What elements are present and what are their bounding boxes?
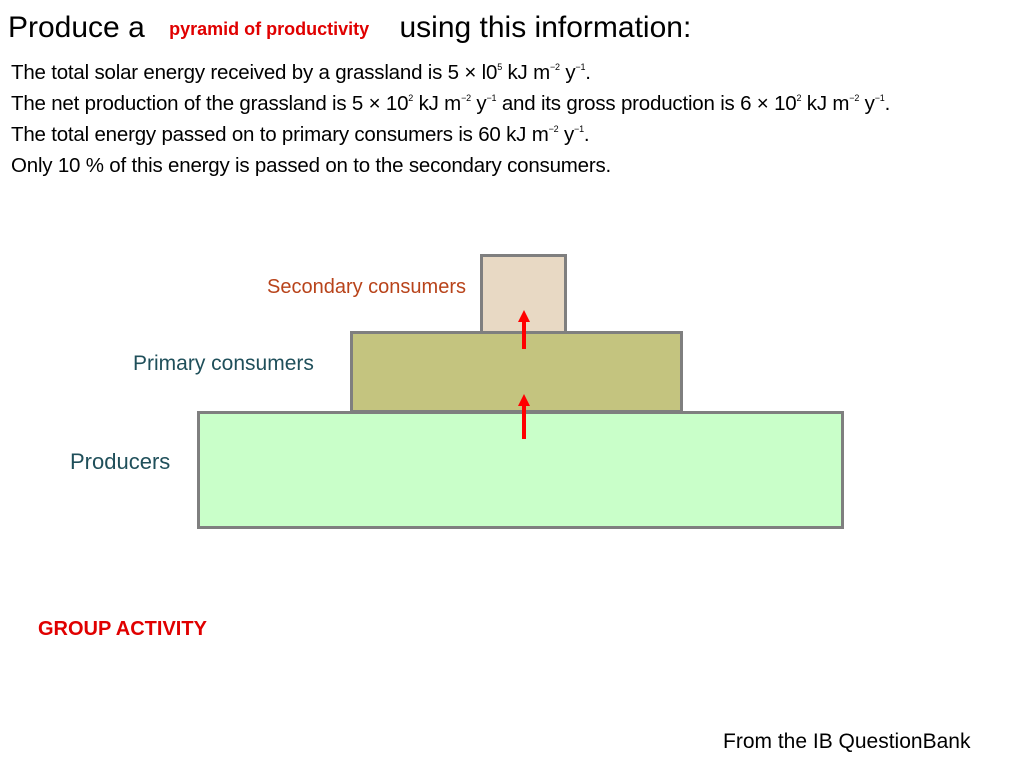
info-text: . — [585, 61, 591, 84]
info-text: The total energy passed on to primary co… — [11, 123, 549, 146]
slide-title: Produce a pyramid of productivity using … — [8, 8, 691, 49]
title-highlight: pyramid of productivity — [169, 19, 370, 40]
info-superscript: −2 — [461, 93, 471, 103]
tier-secondary-consumers — [480, 254, 567, 334]
info-text: Only 10 % of this energy is passed on to… — [11, 154, 612, 177]
info-superscript: −1 — [574, 124, 584, 134]
info-text: The total solar energy received by a gra… — [11, 61, 498, 84]
information-text: The total solar energy received by a gra… — [11, 57, 890, 181]
title-prefix: Produce a — [8, 11, 145, 44]
info-text: y — [859, 92, 875, 115]
info-text: y — [558, 123, 575, 146]
info-superscript: −1 — [575, 62, 586, 72]
info-superscript: −1 — [486, 93, 497, 103]
source-credit: From the IB QuestionBank — [723, 730, 971, 753]
info-superscript: −2 — [549, 62, 560, 72]
tier-primary-consumers — [350, 331, 683, 413]
arrow-producers-to-primary — [518, 394, 530, 439]
info-superscript: −2 — [849, 93, 860, 103]
info-text: . — [884, 92, 891, 115]
info-superscript: 2 — [408, 93, 414, 103]
info-text: kJ m — [413, 92, 462, 115]
info-text: y — [559, 61, 576, 84]
info-superscript: −1 — [874, 93, 885, 103]
info-text: and its gross production is 6 × 10 — [496, 92, 797, 115]
info-line: The total energy passed on to primary co… — [11, 119, 890, 150]
info-line: The total solar energy received by a gra… — [11, 57, 890, 88]
info-line: The net production of the grassland is 5… — [11, 88, 890, 119]
title-suffix: using this information: — [399, 11, 692, 44]
info-text: . — [583, 123, 590, 146]
info-superscript: 5 — [497, 62, 503, 72]
info-text: The net production of the grassland is 5… — [11, 92, 409, 115]
info-text: kJ m — [801, 92, 850, 115]
group-activity-label: GROUP ACTIVITY — [38, 618, 207, 640]
label-secondary-consumers: Secondary consumers — [267, 276, 466, 298]
label-producers: Producers — [70, 449, 171, 474]
label-primary-consumers: Primary consumers — [133, 352, 314, 375]
info-superscript: 2 — [796, 93, 802, 103]
info-text: y — [470, 92, 487, 115]
info-line: Only 10 % of this energy is passed on to… — [11, 150, 890, 181]
info-text: kJ m — [502, 61, 551, 84]
arrow-primary-to-secondary — [518, 310, 530, 349]
info-superscript: −2 — [548, 124, 559, 134]
tier-producers — [197, 411, 844, 529]
